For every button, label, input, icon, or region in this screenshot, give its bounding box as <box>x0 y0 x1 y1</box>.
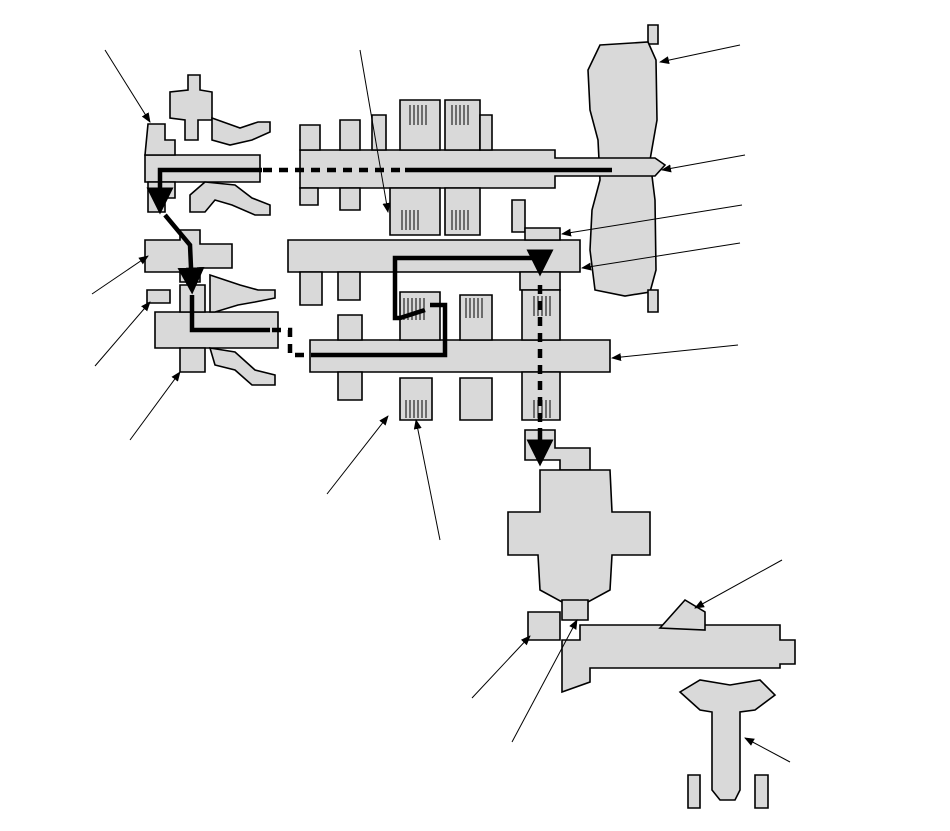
leader-line <box>129 371 181 441</box>
leader-line <box>744 737 791 763</box>
leader-line <box>94 301 151 367</box>
leader-line <box>104 49 151 123</box>
callout-leaders <box>91 44 791 763</box>
leader-line <box>359 49 391 213</box>
leader-line <box>413 419 441 541</box>
leader-line <box>694 559 783 609</box>
power-flow-path <box>146 167 612 467</box>
leader-line <box>659 44 741 65</box>
differential-assembly <box>507 429 796 809</box>
leader-line <box>471 635 531 699</box>
leader-line <box>326 415 389 495</box>
leader-line <box>511 619 578 743</box>
leader-line <box>91 255 149 295</box>
upper-shaft-assembly <box>144 74 667 236</box>
leader-line <box>561 204 743 237</box>
leader-line <box>581 242 741 271</box>
lower-shaft-assembly <box>154 273 611 421</box>
leader-line <box>611 344 739 362</box>
upper-clutch-pack-teeth <box>401 105 469 230</box>
leader-line <box>661 154 746 173</box>
